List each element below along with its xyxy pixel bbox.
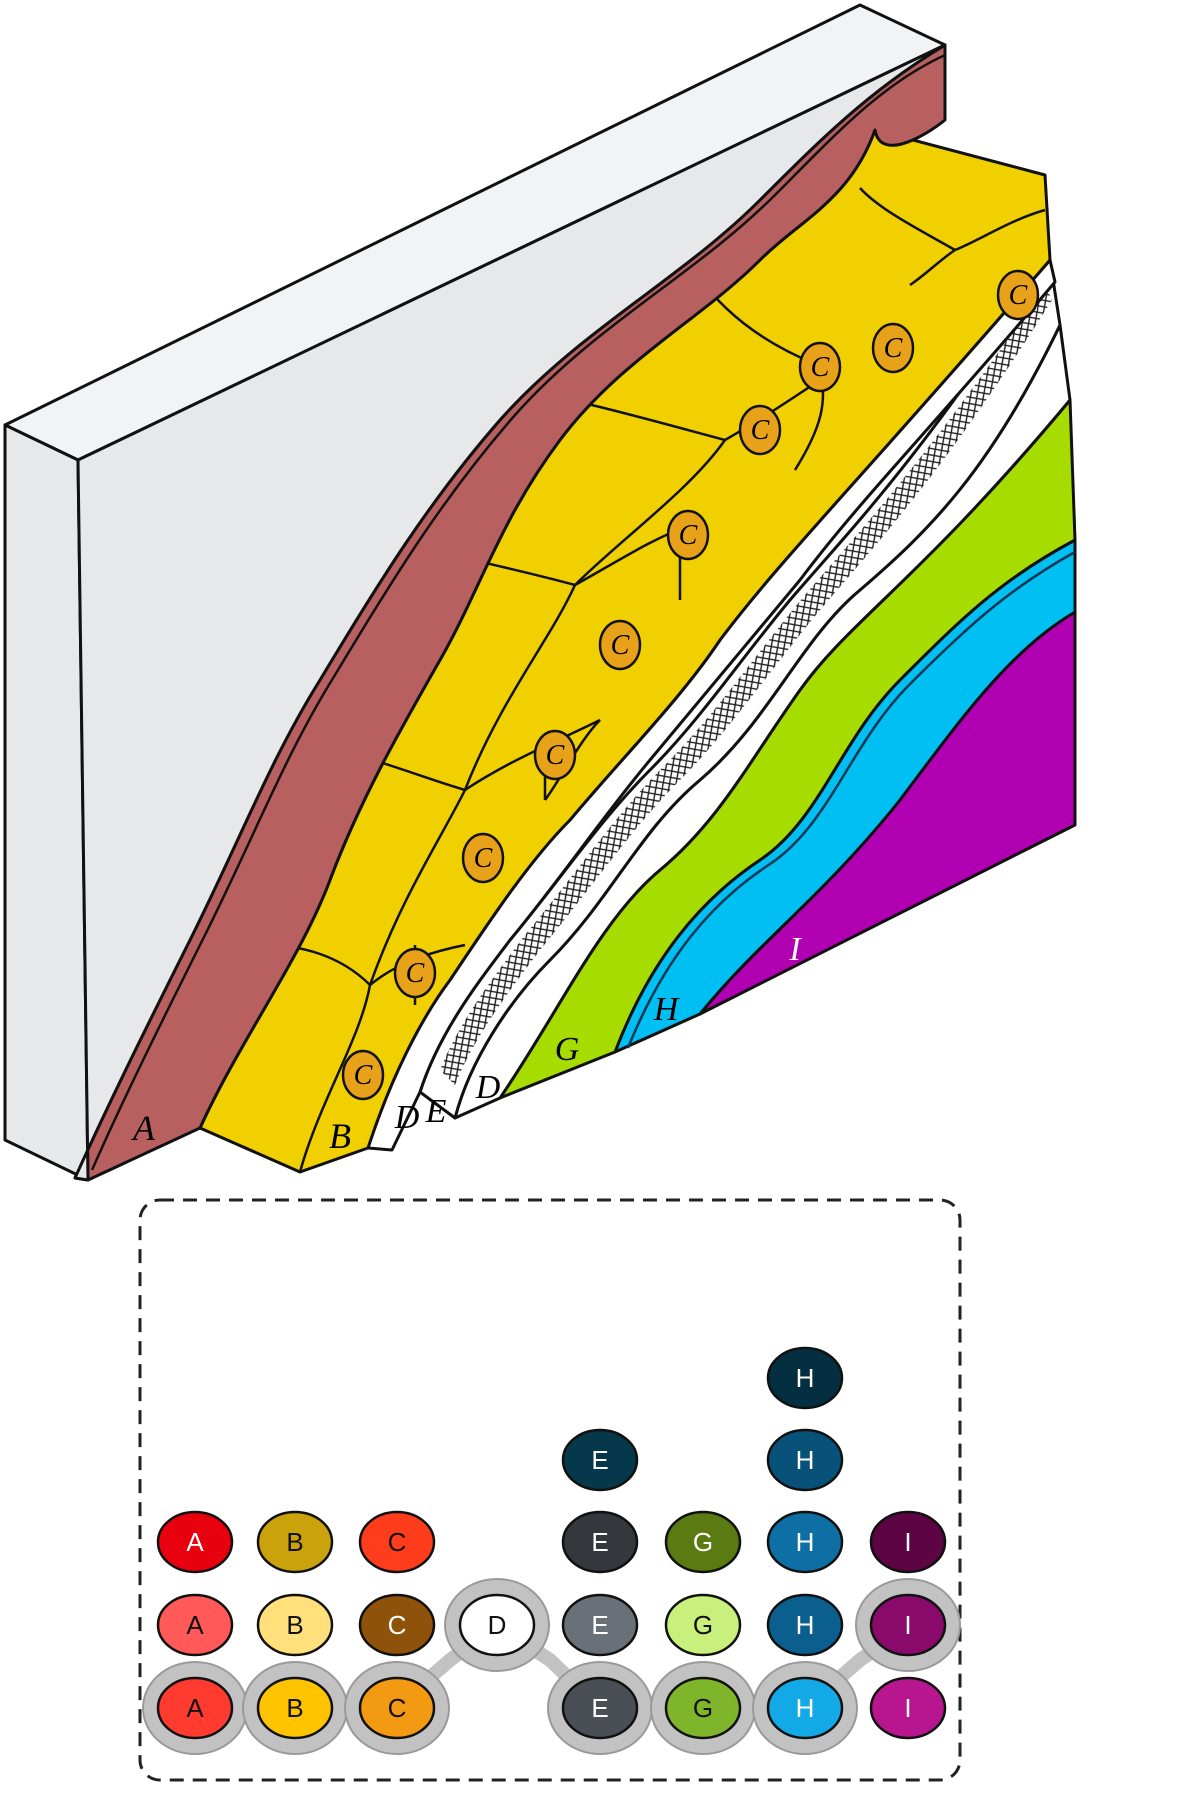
legend-bubble-label: H <box>796 1693 815 1723</box>
legend-bubble-label: H <box>796 1445 815 1475</box>
legend-bubble-e-2[interactable]: E <box>561 1593 639 1657</box>
legend-bubble-label: B <box>286 1610 303 1640</box>
legend-bubble-h-4[interactable]: H <box>766 1428 844 1492</box>
anchor-8: C <box>798 341 842 393</box>
anchor-6: C <box>666 509 710 561</box>
legend-bubble-e-1[interactable]: E <box>547 1661 653 1755</box>
legend-bubble-label: B <box>286 1527 303 1557</box>
anchor-label: C <box>679 520 698 551</box>
anchor-label: C <box>354 1060 373 1091</box>
label-I: I <box>788 931 802 968</box>
legend-bubble-c-3[interactable]: C <box>358 1510 436 1574</box>
legend-bubble-a-3[interactable]: A <box>156 1510 234 1574</box>
legend-bubble-b-1[interactable]: B <box>242 1661 348 1755</box>
label-D-outer: D <box>475 1069 501 1106</box>
anchor-4: C <box>533 729 577 781</box>
anchor-label: C <box>474 843 493 874</box>
anchor-label: C <box>884 333 903 364</box>
legend-bubble-h-1[interactable]: H <box>752 1661 858 1755</box>
anchor-5: C <box>598 619 642 671</box>
legend-bubble-label: I <box>904 1610 911 1640</box>
legend-bubble-g-2[interactable]: G <box>664 1593 742 1657</box>
legend-bubble-b-2[interactable]: B <box>256 1593 334 1657</box>
legend-bubble-h-5[interactable]: H <box>766 1346 844 1410</box>
legend-bubble-d-1[interactable]: D <box>444 1578 550 1672</box>
legend-bubble-c-2[interactable]: C <box>358 1593 436 1657</box>
legend-bubble-g-3[interactable]: G <box>664 1510 742 1574</box>
anchor-markers: C C C C C C C C C C <box>341 269 1040 1101</box>
label-H: H <box>653 991 681 1028</box>
legend-bubble-b-3[interactable]: B <box>256 1510 334 1574</box>
legend-bubble-label: H <box>796 1610 815 1640</box>
legend-bubble-label: C <box>388 1527 407 1557</box>
legend-bubble-label: C <box>388 1610 407 1640</box>
legend-bubble-e-3[interactable]: E <box>561 1510 639 1574</box>
legend-bubble-label: C <box>388 1693 407 1723</box>
anchor-1: C <box>341 1049 385 1101</box>
legend-bubble-label: E <box>591 1693 608 1723</box>
anchor-label: C <box>546 740 565 771</box>
anchor-label: C <box>406 958 425 989</box>
legend-bubble-c-1[interactable]: C <box>344 1661 450 1755</box>
anchor-7: C <box>738 404 782 456</box>
substrate-board-face <box>73 43 947 1182</box>
label-D-inner: D <box>394 1099 420 1136</box>
anchor-label: C <box>611 630 630 661</box>
label-G: G <box>555 1031 580 1068</box>
anchor-9: C <box>871 322 915 374</box>
legend-bubble-i-3[interactable]: I <box>869 1510 947 1574</box>
anchor-label: C <box>811 352 830 383</box>
legend-bubble-label: A <box>186 1610 204 1640</box>
wall-letters: A B D E D G H I <box>131 931 802 1156</box>
legend-bubble-e-4[interactable]: E <box>561 1428 639 1492</box>
legend-bubble-label: I <box>904 1693 911 1723</box>
anchor-3: C <box>461 832 505 884</box>
anchor-label: C <box>751 415 770 446</box>
legend-bubble-label: B <box>286 1693 303 1723</box>
legend-bubble-a-2[interactable]: A <box>156 1593 234 1657</box>
legend-bubbles: A A A B B B C C C D E E E E G G G H H H H H I I I <box>142 1346 961 1755</box>
legend-bubble-label: H <box>796 1527 815 1557</box>
legend-bubble-label: G <box>693 1610 713 1640</box>
legend-bubble-h-2[interactable]: H <box>766 1593 844 1657</box>
legend-bubble-label: G <box>693 1693 713 1723</box>
legend-bubble-label: A <box>186 1693 204 1723</box>
anchor-10: C <box>996 269 1040 321</box>
legend-bubble-a-1[interactable]: A <box>142 1661 248 1755</box>
legend-bubble-label: D <box>488 1610 507 1640</box>
legend-bubble-g-1[interactable]: G <box>650 1661 756 1755</box>
legend-bubble-i-2[interactable]: I <box>855 1578 961 1672</box>
legend-panel <box>138 1198 962 1782</box>
anchor-label: C <box>1009 280 1028 311</box>
substrate-board-side <box>3 423 90 1182</box>
anchor-2: C <box>393 947 437 999</box>
legend-bubble-i-1[interactable]: I <box>869 1676 947 1740</box>
legend-bubble-label: E <box>591 1445 608 1475</box>
legend-bubble-label: A <box>186 1527 204 1557</box>
legend-bubble-h-3[interactable]: H <box>766 1510 844 1574</box>
legend-bubble-label: E <box>591 1527 608 1557</box>
label-B: B <box>329 1116 351 1156</box>
label-A: A <box>131 1108 156 1148</box>
legend-bubble-label: E <box>591 1610 608 1640</box>
legend-bubble-label: G <box>693 1527 713 1557</box>
legend-bubble-label: H <box>796 1363 815 1393</box>
label-E: E <box>425 1093 447 1130</box>
legend-bubble-label: I <box>904 1527 911 1557</box>
